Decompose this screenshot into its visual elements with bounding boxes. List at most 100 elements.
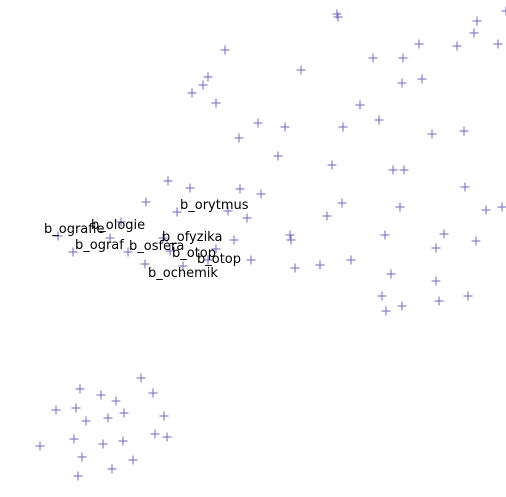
data-point [290,263,300,273]
data-point [111,396,121,406]
data-point [141,197,151,207]
point-label: b_ofyzika [162,230,222,245]
data-point [285,230,295,240]
data-point [128,455,138,465]
data-point [471,236,481,246]
data-point [333,12,343,22]
data-point [338,122,348,132]
point-label: b_osféra [129,239,184,254]
data-point [69,434,79,444]
data-point [431,276,441,286]
data-point [235,184,245,194]
data-point [96,390,106,400]
data-point [246,255,256,265]
data-point [481,205,491,215]
point-label: b_ografie [44,222,104,237]
data-point [386,269,396,279]
data-point [116,217,126,227]
point-label: b_otop [172,246,216,261]
data-point [242,213,252,223]
data-point [417,74,427,84]
data-point [398,53,408,63]
data-point [158,233,168,243]
data-point [68,247,78,257]
data-point [185,183,195,193]
data-point [472,16,482,26]
data-points [35,6,506,481]
data-point [397,78,407,88]
data-point [150,429,160,439]
data-point [53,231,63,241]
data-point [35,441,45,451]
data-point [368,53,378,63]
data-point [165,246,175,256]
data-point [374,115,384,125]
point-label: b_ograf [75,238,124,253]
data-point [346,255,356,265]
data-point [399,165,409,175]
data-point [337,198,347,208]
data-point [229,235,239,245]
data-point [119,408,129,418]
data-point [469,28,479,38]
data-point [427,129,437,139]
data-point [159,411,169,421]
data-point [296,65,306,75]
data-point [81,416,91,426]
data-point [355,100,365,110]
point-label: b_ochemik [148,266,218,281]
data-point [75,384,85,394]
data-point [397,301,407,311]
data-point [459,126,469,136]
data-point [315,260,325,270]
data-point [377,291,387,301]
data-point [98,439,108,449]
point-label: b_otop [197,252,241,267]
data-point [497,202,506,212]
data-point [381,306,391,316]
data-point [463,291,473,301]
data-point [234,133,244,143]
data-point [452,41,462,51]
data-point [223,206,233,216]
data-point [203,72,213,82]
data-point [395,202,405,212]
point-labels: b_orytmusb_ologieb_ografieb_ofyzikab_ogr… [44,198,249,281]
data-point [256,189,266,199]
data-point [211,98,221,108]
data-point [187,88,197,98]
data-point [140,259,150,269]
data-point [439,229,449,239]
data-point [253,118,263,128]
data-point [380,230,390,240]
data-point [107,464,117,474]
data-point [327,160,337,170]
data-point [493,39,503,49]
data-point [162,432,172,442]
data-point [273,151,283,161]
data-point [77,452,87,462]
data-point [286,235,296,245]
data-point [388,165,398,175]
data-point [220,45,230,55]
point-label: b_orytmus [180,198,249,213]
data-point [211,244,221,254]
data-point [198,80,208,90]
data-point [178,261,188,271]
data-point [73,471,83,481]
data-point [148,388,158,398]
data-point [460,182,470,192]
data-point [280,122,290,132]
data-point [118,436,128,446]
data-point [105,233,115,243]
data-point [71,403,81,413]
data-point [322,211,332,221]
data-point [103,413,113,423]
data-point [172,207,182,217]
data-point [51,405,61,415]
data-point [434,296,444,306]
data-point [203,255,213,265]
data-point [431,243,441,253]
data-point [163,176,173,186]
